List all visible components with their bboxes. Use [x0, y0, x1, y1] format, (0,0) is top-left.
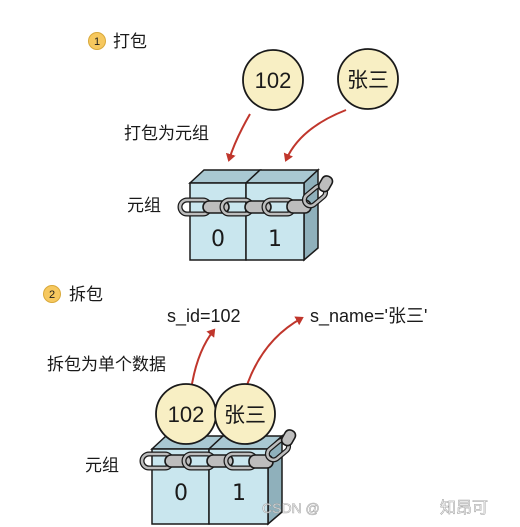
- unpack-label: 拆包为单个数据: [47, 355, 166, 374]
- tuple-index-1: 1: [232, 481, 246, 506]
- section-1-title: 打包: [113, 32, 147, 51]
- pack-arrow-right: [283, 109, 347, 162]
- step-1-number: 1: [94, 36, 100, 48]
- ball-text-102: 102: [168, 402, 205, 427]
- watermark-right: 知昂可: [440, 499, 488, 517]
- value-ball-102: 102: [242, 49, 304, 111]
- pack-label: 打包为元组: [124, 124, 209, 143]
- value-ball-zhangsan: 张三: [337, 48, 399, 110]
- tuple-cell-0: [189, 182, 247, 261]
- value-ball-zhangsan-unpacked: 张三: [214, 383, 276, 445]
- ball-text-zhangsan: 张三: [224, 404, 266, 427]
- tuple-box-1: 0 1: [188, 168, 320, 262]
- ball-text-zhangsan: 张三: [347, 69, 389, 92]
- value-ball-102-unpacked: 102: [155, 383, 217, 445]
- step-1-badge: [88, 32, 106, 50]
- var-s-id: s_id=102: [167, 306, 241, 327]
- tuple-index-0: 0: [211, 227, 225, 252]
- tuple-label-2: 元组: [85, 456, 119, 475]
- step-2-badge: [43, 285, 61, 303]
- step-2-number: 2: [49, 289, 55, 301]
- tuple-label-1: 元组: [127, 196, 161, 215]
- pack-arrow-left: [225, 113, 251, 162]
- section-1-header: 1 打包: [88, 32, 147, 51]
- section-2-title: 拆包: [69, 285, 103, 304]
- watermark-left: CSDN @: [262, 500, 320, 516]
- tuple-cell-1: [245, 182, 305, 261]
- tuple-index-1: 1: [268, 227, 282, 252]
- ball-text-102: 102: [255, 68, 292, 93]
- chain-2: [139, 429, 297, 471]
- chain-1: [177, 175, 334, 217]
- section-2-header: 2 拆包: [43, 285, 103, 304]
- tuple-index-0: 0: [174, 481, 188, 506]
- unpack-arrow-right: [245, 316, 304, 389]
- unpack-arrow-left: [191, 328, 216, 385]
- var-s-name: s_name='张三': [310, 306, 427, 327]
